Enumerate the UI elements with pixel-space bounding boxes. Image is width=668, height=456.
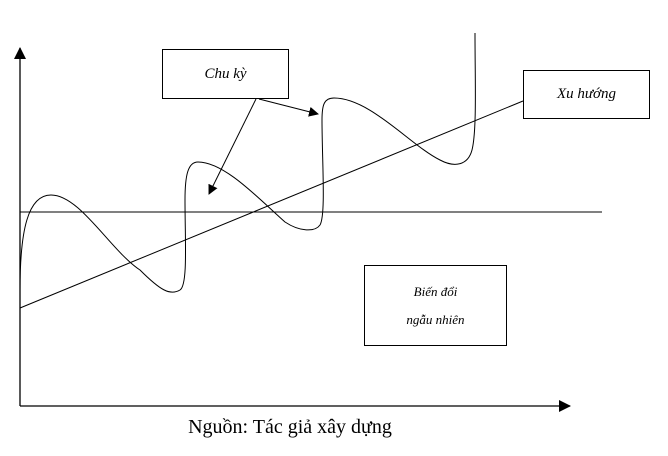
- trend-label-box: Xu hướng: [523, 70, 650, 119]
- source-caption: Nguồn: Tác giả xây dựng: [188, 416, 392, 438]
- random-variation-box: Biến đổi ngẫu nhiên: [364, 265, 507, 346]
- cycle-label: Chu kỳ: [204, 65, 247, 82]
- random-label-line2: ngẫu nhiên: [406, 311, 465, 327]
- cycle-curve: [19, 32, 476, 293]
- trend-label: Xu hướng: [556, 86, 617, 102]
- cycle-arrow-2: [258, 98, 319, 117]
- random-label-line1: Biến đổi: [413, 283, 458, 299]
- trend-line: [19, 100, 524, 309]
- cycle-arrow-1: [208, 98, 257, 195]
- cycle-label-box: Chu kỳ: [162, 49, 289, 99]
